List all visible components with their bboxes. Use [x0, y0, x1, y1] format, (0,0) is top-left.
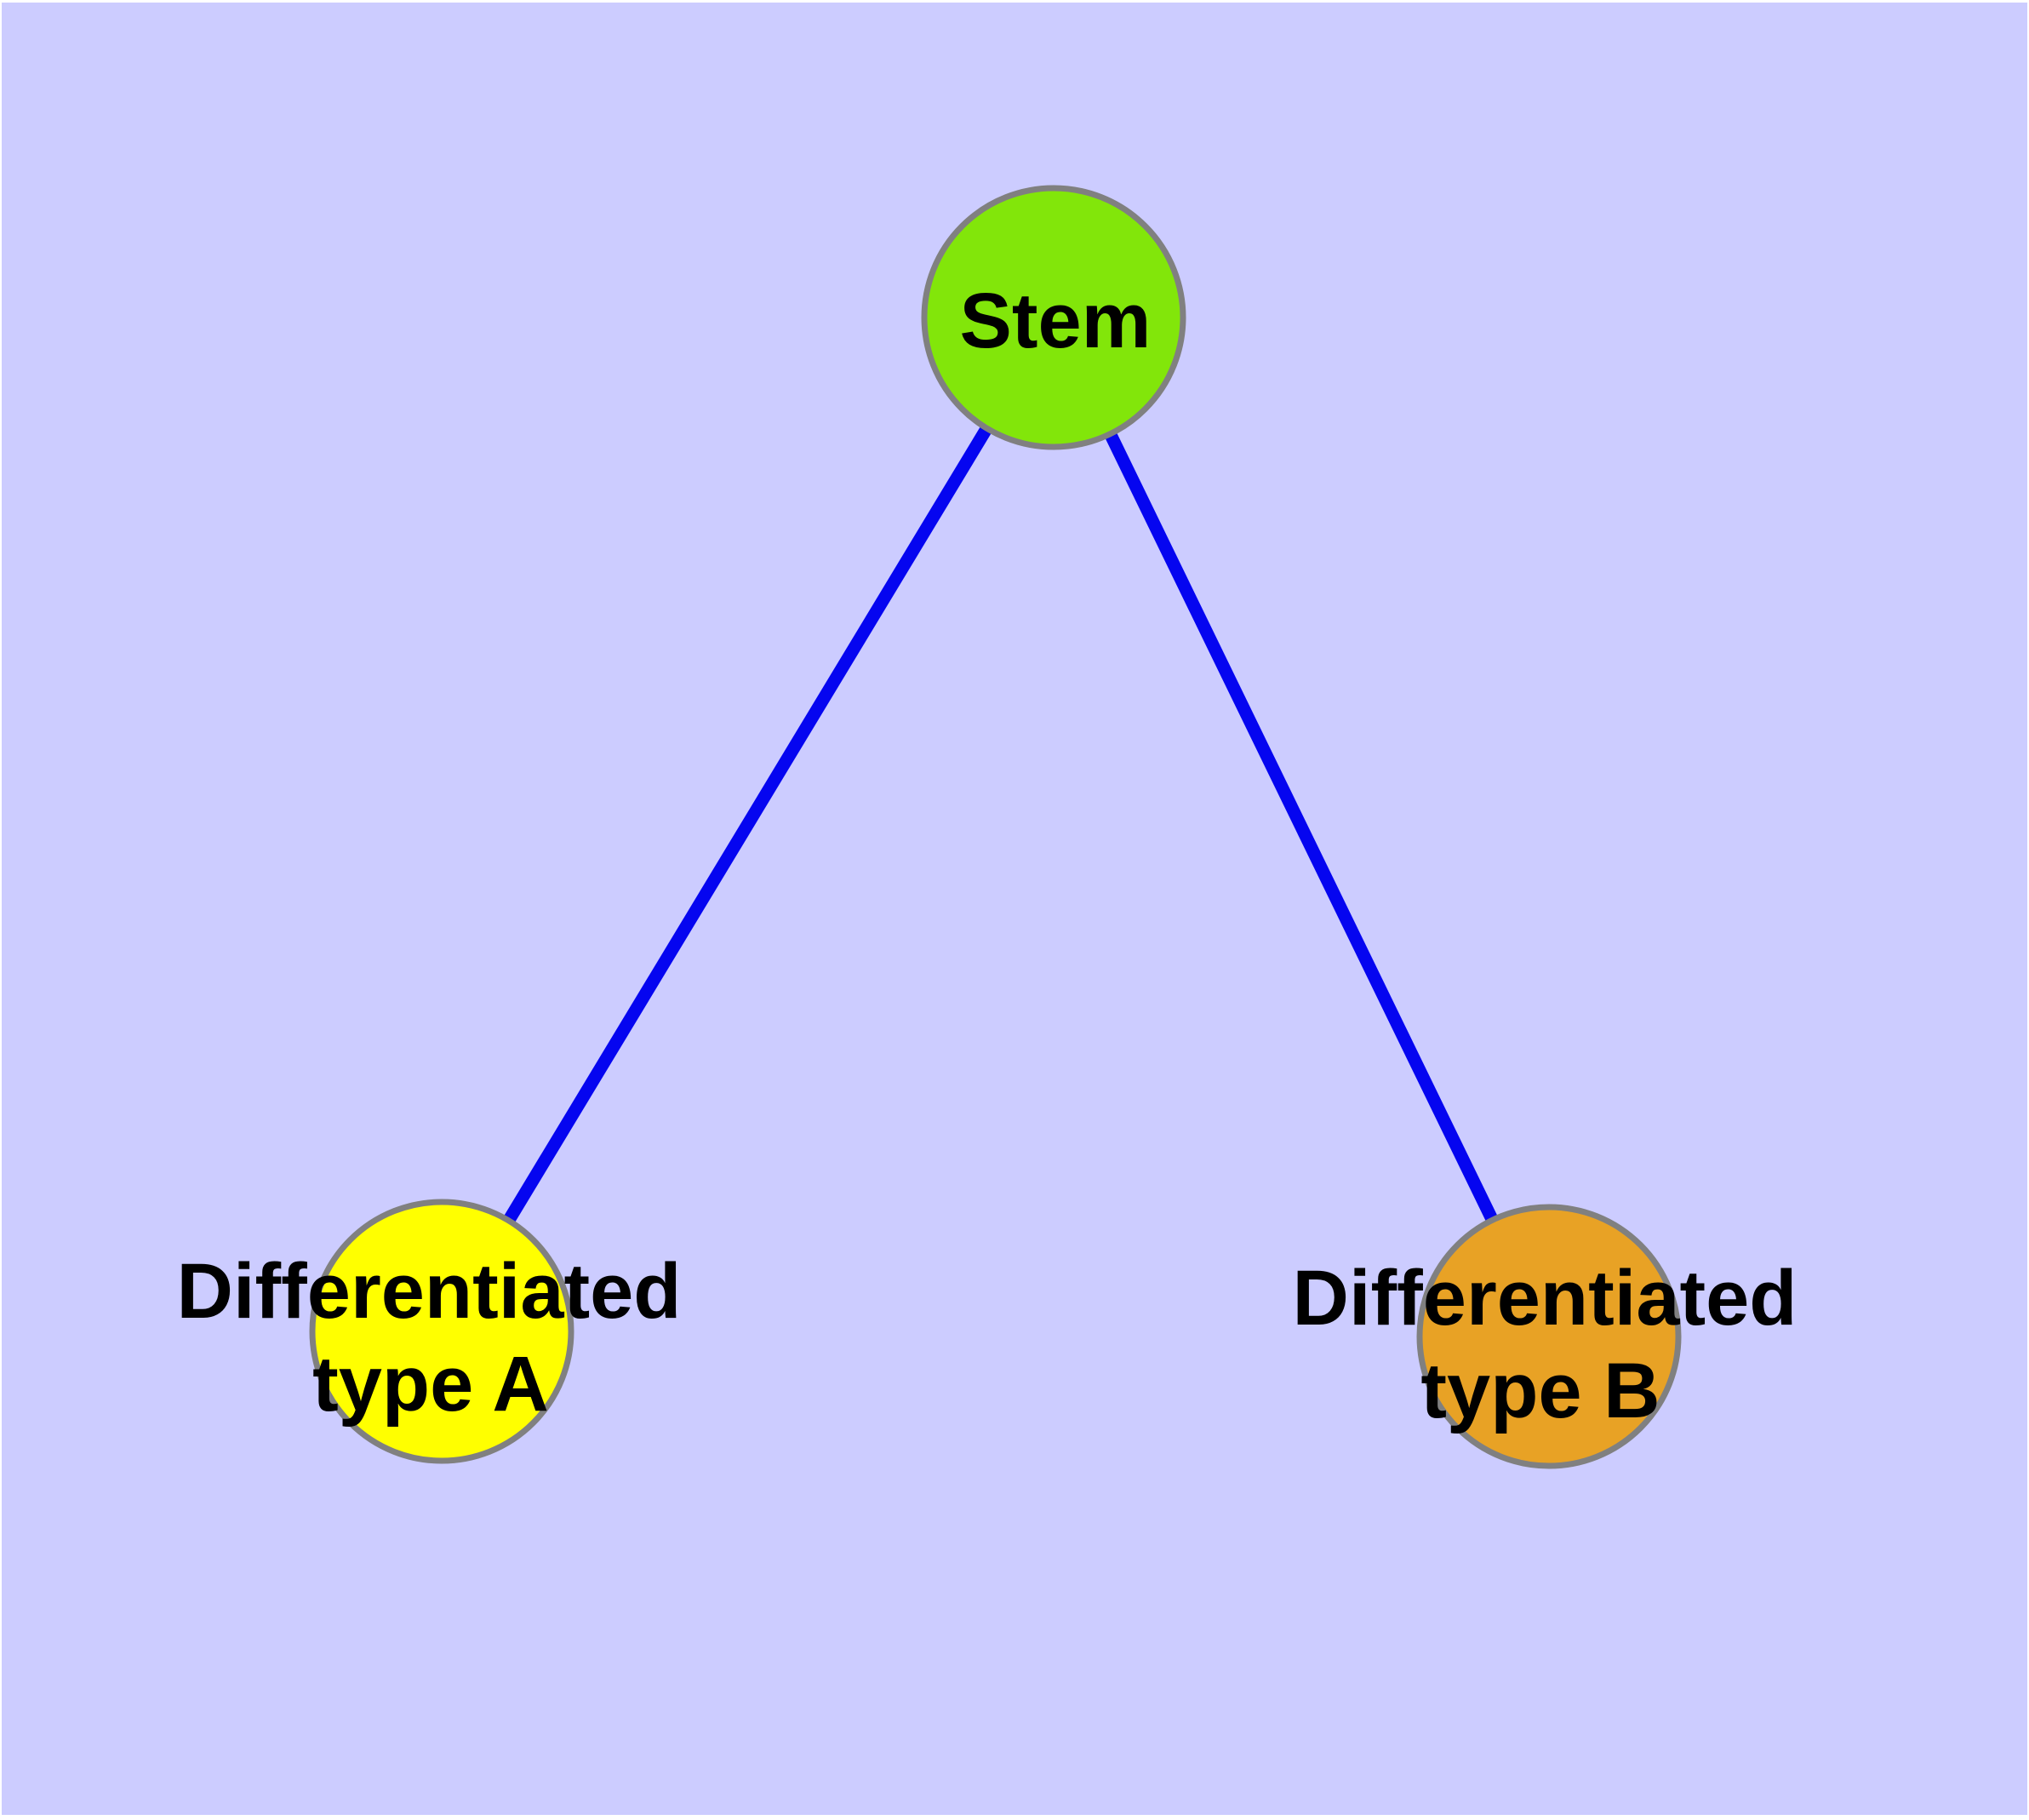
node-type-a-label-line1: Differentiated: [177, 1248, 682, 1335]
node-type-b-label-line1: Differentiated: [1293, 1255, 1798, 1342]
node-stem[interactable]: [921, 185, 1186, 450]
node-type-b-label-line2: type B: [1420, 1348, 1660, 1434]
node-type-a-label-line2: type A: [312, 1341, 549, 1428]
node-differentiated-type-a[interactable]: [309, 1199, 574, 1464]
edge-stem-to-type-b: [1048, 314, 1555, 1340]
node-stem-label: Stem: [960, 278, 1152, 364]
edge-stem-to-type-a: [436, 314, 1060, 1335]
node-differentiated-type-b[interactable]: [1416, 1204, 1682, 1469]
